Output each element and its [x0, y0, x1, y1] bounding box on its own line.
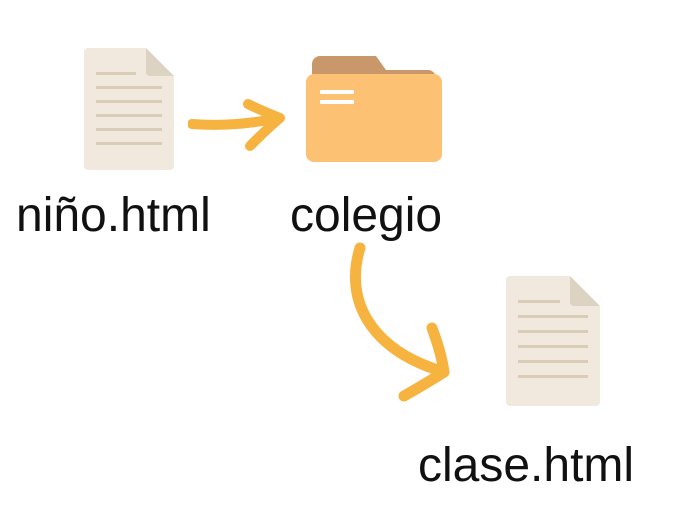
file-label-nino: niño.html [16, 189, 211, 242]
file-label-clase: clase.html [418, 439, 635, 492]
folder-icon [306, 56, 446, 164]
folder-label-colegio: colegio [290, 189, 443, 242]
curved-arrow-icon [340, 240, 490, 410]
arrow-right-icon [188, 96, 288, 156]
document-icon [84, 48, 174, 170]
document-icon [506, 276, 600, 406]
